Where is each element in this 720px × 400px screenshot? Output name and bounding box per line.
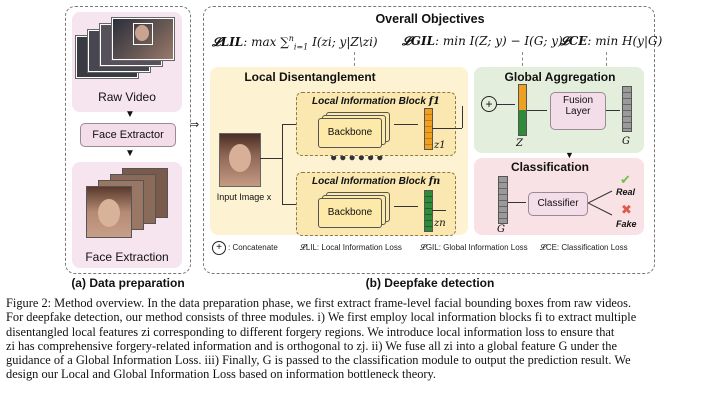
connector-line (432, 210, 446, 211)
z-vector (518, 84, 527, 136)
input-image-label: Input Image x (216, 192, 272, 202)
caption-line: Figure 2: Method overview. In the data p… (6, 296, 632, 310)
connector-line (432, 128, 462, 129)
concat-symbol: + (481, 96, 497, 112)
deepfake-detection-title: (b) Deepfake detection (365, 276, 495, 290)
connector-line (282, 124, 283, 204)
figure-caption: Figure 2: Method overview. In the data p… (6, 296, 714, 382)
overall-objectives-title: Overall Objectives (375, 12, 485, 26)
g-vector-classification (498, 176, 508, 224)
fusion-layer-box: Fusion Layer (550, 92, 606, 130)
real-label: Real (616, 187, 636, 197)
g-label-classification: G (497, 224, 505, 235)
concat-legend-symbol: + (212, 241, 226, 255)
branch-lines (587, 188, 614, 218)
face-extraction-label: Face Extraction (85, 250, 169, 264)
backbone-label: Backbone (318, 198, 382, 228)
classifier-box: Classifier (528, 192, 588, 216)
global-aggregation-title: Global Aggregation (504, 70, 616, 84)
arrow-down: ▼ (125, 109, 135, 120)
z1-label: z1 (434, 140, 446, 151)
raw-video-label: Raw Video (98, 90, 156, 104)
arrow-right (606, 110, 620, 111)
data-preparation-panel (65, 6, 191, 274)
data-preparation-title: (a) Data preparation (71, 276, 185, 290)
backbone-label: Backbone (318, 118, 382, 148)
fake-label: Fake (616, 219, 637, 229)
block-n-title: Local Information Block fn (312, 176, 441, 187)
gil-legend: 𝓛GIL: Global Information Loss (420, 243, 528, 252)
ce-objective: 𝓛CE: min H(y|G) (560, 34, 663, 48)
g-vector-global (622, 86, 632, 132)
lil-legend: 𝓛LIL: Local Information Loss (300, 243, 402, 252)
ce-legend: 𝓛CE: Classification Loss (540, 243, 628, 252)
panel-connector-arrow: ⇒ (190, 119, 200, 131)
input-image (219, 133, 261, 187)
caption-line: disentangled local features zi correspon… (6, 324, 615, 339)
check-icon: ✔ (620, 172, 631, 187)
backbone-stack: Backbone (318, 112, 390, 148)
concat-legend: : Concatenate (228, 243, 278, 252)
caption-line: design our Local and Global Information … (6, 367, 437, 382)
arrow-down: ▼ (565, 150, 574, 160)
z1-vector (424, 108, 433, 150)
connector-line (260, 158, 282, 159)
face-extraction-images (84, 168, 174, 238)
cross-icon: ✖ (621, 202, 632, 217)
objective-link-arrow (606, 52, 607, 66)
arrow-down: ▼ (125, 148, 135, 159)
arrow-right (497, 104, 515, 105)
caption-line: guidance of a Global Information Loss. i… (6, 353, 631, 368)
local-disentanglement-title: Local Disentanglement (244, 70, 376, 84)
objective-link-arrow (522, 52, 523, 66)
face-extractor-box: Face Extractor (80, 123, 176, 147)
gil-objective: 𝓛GIL: min I(Z; y) − I(G; y) (402, 34, 563, 48)
raw-video-frames (76, 18, 174, 80)
backbone-stack: Backbone (318, 192, 390, 228)
g-label-global: G (622, 136, 630, 147)
zn-vector (424, 190, 433, 232)
objective-link-arrow (354, 52, 355, 66)
caption-line: For deepfake detection, our method consi… (6, 310, 637, 325)
block-1-title: Local Information Block f1 (312, 96, 440, 107)
arrow-right (527, 110, 547, 111)
z-label: Z (516, 138, 523, 149)
deepfake-detection-panel (203, 6, 655, 274)
arrow-right (508, 202, 526, 203)
classification-title: Classification (510, 160, 590, 174)
lil-objective: 𝓛LIL: max ∑ni=1 I(zi; y|Z\zi) (212, 34, 378, 52)
caption-line: zi has comprehensive forgery-related inf… (6, 338, 617, 353)
zn-label: zn (434, 218, 446, 229)
arrow-right (394, 206, 418, 207)
connector-line (462, 106, 463, 128)
arrow-right (394, 124, 418, 125)
